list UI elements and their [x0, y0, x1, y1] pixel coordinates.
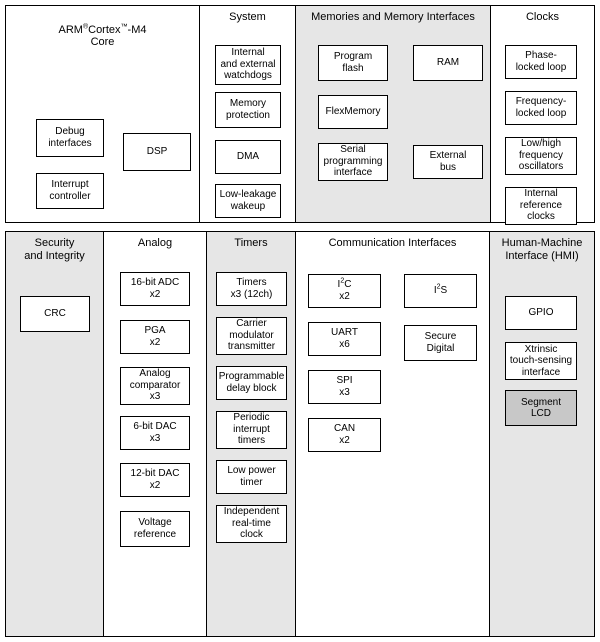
panel-title-system[interactable]: System [229, 11, 266, 23]
block-i2s[interactable]: I2S [404, 273, 477, 308]
panel-memories: Memories and Memory Interfaces Program f… [296, 6, 491, 222]
block-low-power-timer[interactable]: Low power timer [216, 459, 287, 494]
block-frequency-locked-loop[interactable]: Frequency- locked loop [505, 90, 577, 125]
block-independent-real-time-clock[interactable]: Independent real-time clock [216, 504, 287, 543]
block-segment-lcd[interactable]: Segment LCD [505, 390, 577, 426]
block-phase-locked-loop[interactable]: Phase- locked loop [505, 44, 577, 79]
block-watchdogs[interactable]: Internal and external watchdogs [215, 44, 281, 85]
block-spi[interactable]: SPI x3 [308, 369, 381, 404]
block-6bit-dac[interactable]: 6-bit DAC x3 [120, 415, 190, 450]
block-analog-comparator[interactable]: Analog comparator x3 [120, 366, 190, 405]
panel-timers: Timers Timers x3 (12ch) Carrier modulato… [207, 232, 296, 636]
block-xtrinsic-touch-sensing-interface[interactable]: Xtrinsic touch-sensing interface [505, 342, 577, 380]
block-dsp[interactable]: DSP [123, 132, 191, 171]
panel-title-memories[interactable]: Memories and Memory Interfaces [311, 11, 475, 23]
block-flexmemory[interactable]: FlexMemory [318, 94, 388, 129]
block-gpio[interactable]: GPIO [505, 296, 577, 330]
block-low-leakage-wakeup[interactable]: Low-leakage wakeup [215, 183, 281, 218]
panel-analog: Analog 16-bit ADC x2 PGA x2 Analog compa… [104, 232, 207, 636]
block-carrier-modulator-transmitter[interactable]: Carrier modulator transmitter [216, 316, 287, 355]
block-can[interactable]: CAN x2 [308, 417, 381, 452]
block-16bit-adc[interactable]: 16-bit ADC x2 [120, 271, 190, 306]
block-oscillators[interactable]: Low/high frequency oscillators [505, 136, 577, 175]
panel-title-timers[interactable]: Timers [234, 237, 268, 249]
block-secure-digital[interactable]: Secure Digital [404, 324, 477, 361]
block-crc[interactable]: CRC [20, 296, 90, 332]
panel-title-analog[interactable]: Analog [137, 237, 173, 249]
panel-title-communication-interfaces[interactable]: Communication Interfaces [328, 237, 457, 249]
block-uart[interactable]: UART x6 [308, 321, 381, 356]
block-external-bus[interactable]: External bus [413, 144, 483, 179]
block-dma[interactable]: DMA [215, 139, 281, 174]
bottom-section: Security and Integrity CRC Analog 16-bit… [5, 231, 595, 637]
block-12bit-dac[interactable]: 12-bit DAC x2 [120, 462, 190, 497]
block-debug-interfaces[interactable]: Debug interfaces [36, 118, 104, 157]
block-voltage-reference[interactable]: Voltage reference [120, 510, 190, 547]
block-serial-programming-interface[interactable]: Serial programming interface [318, 142, 388, 181]
block-program-flash[interactable]: Program flash [318, 44, 388, 81]
block-timers[interactable]: Timers x3 (12ch) [216, 271, 287, 306]
block-periodic-interrupt-timers[interactable]: Periodic interrupt timers [216, 410, 287, 449]
block-ram[interactable]: RAM [413, 44, 483, 81]
block-internal-reference-clocks[interactable]: Internal reference clocks [505, 186, 577, 225]
panel-system: System Internal and external watchdogs M… [200, 6, 296, 222]
block-pga[interactable]: PGA x2 [120, 319, 190, 354]
panel-clocks: Clocks Phase- locked loop Frequency- loc… [491, 6, 594, 225]
panel-security-and-integrity: Security and Integrity CRC [6, 232, 104, 636]
panel-title-clocks[interactable]: Clocks [525, 11, 559, 23]
panel-hmi: Human-Machine Interface (HMI) GPIO Xtrin… [490, 232, 594, 636]
panel-title-hmi[interactable]: Human-Machine Interface (HMI) [501, 237, 583, 262]
panel-title-security-and-integrity[interactable]: Security and Integrity [24, 237, 85, 262]
block-memory-protection[interactable]: Memory protection [215, 91, 281, 128]
block-programmable-delay-block[interactable]: Programmable delay block [216, 365, 287, 400]
block-interrupt-controller[interactable]: Interrupt controller [36, 172, 104, 209]
